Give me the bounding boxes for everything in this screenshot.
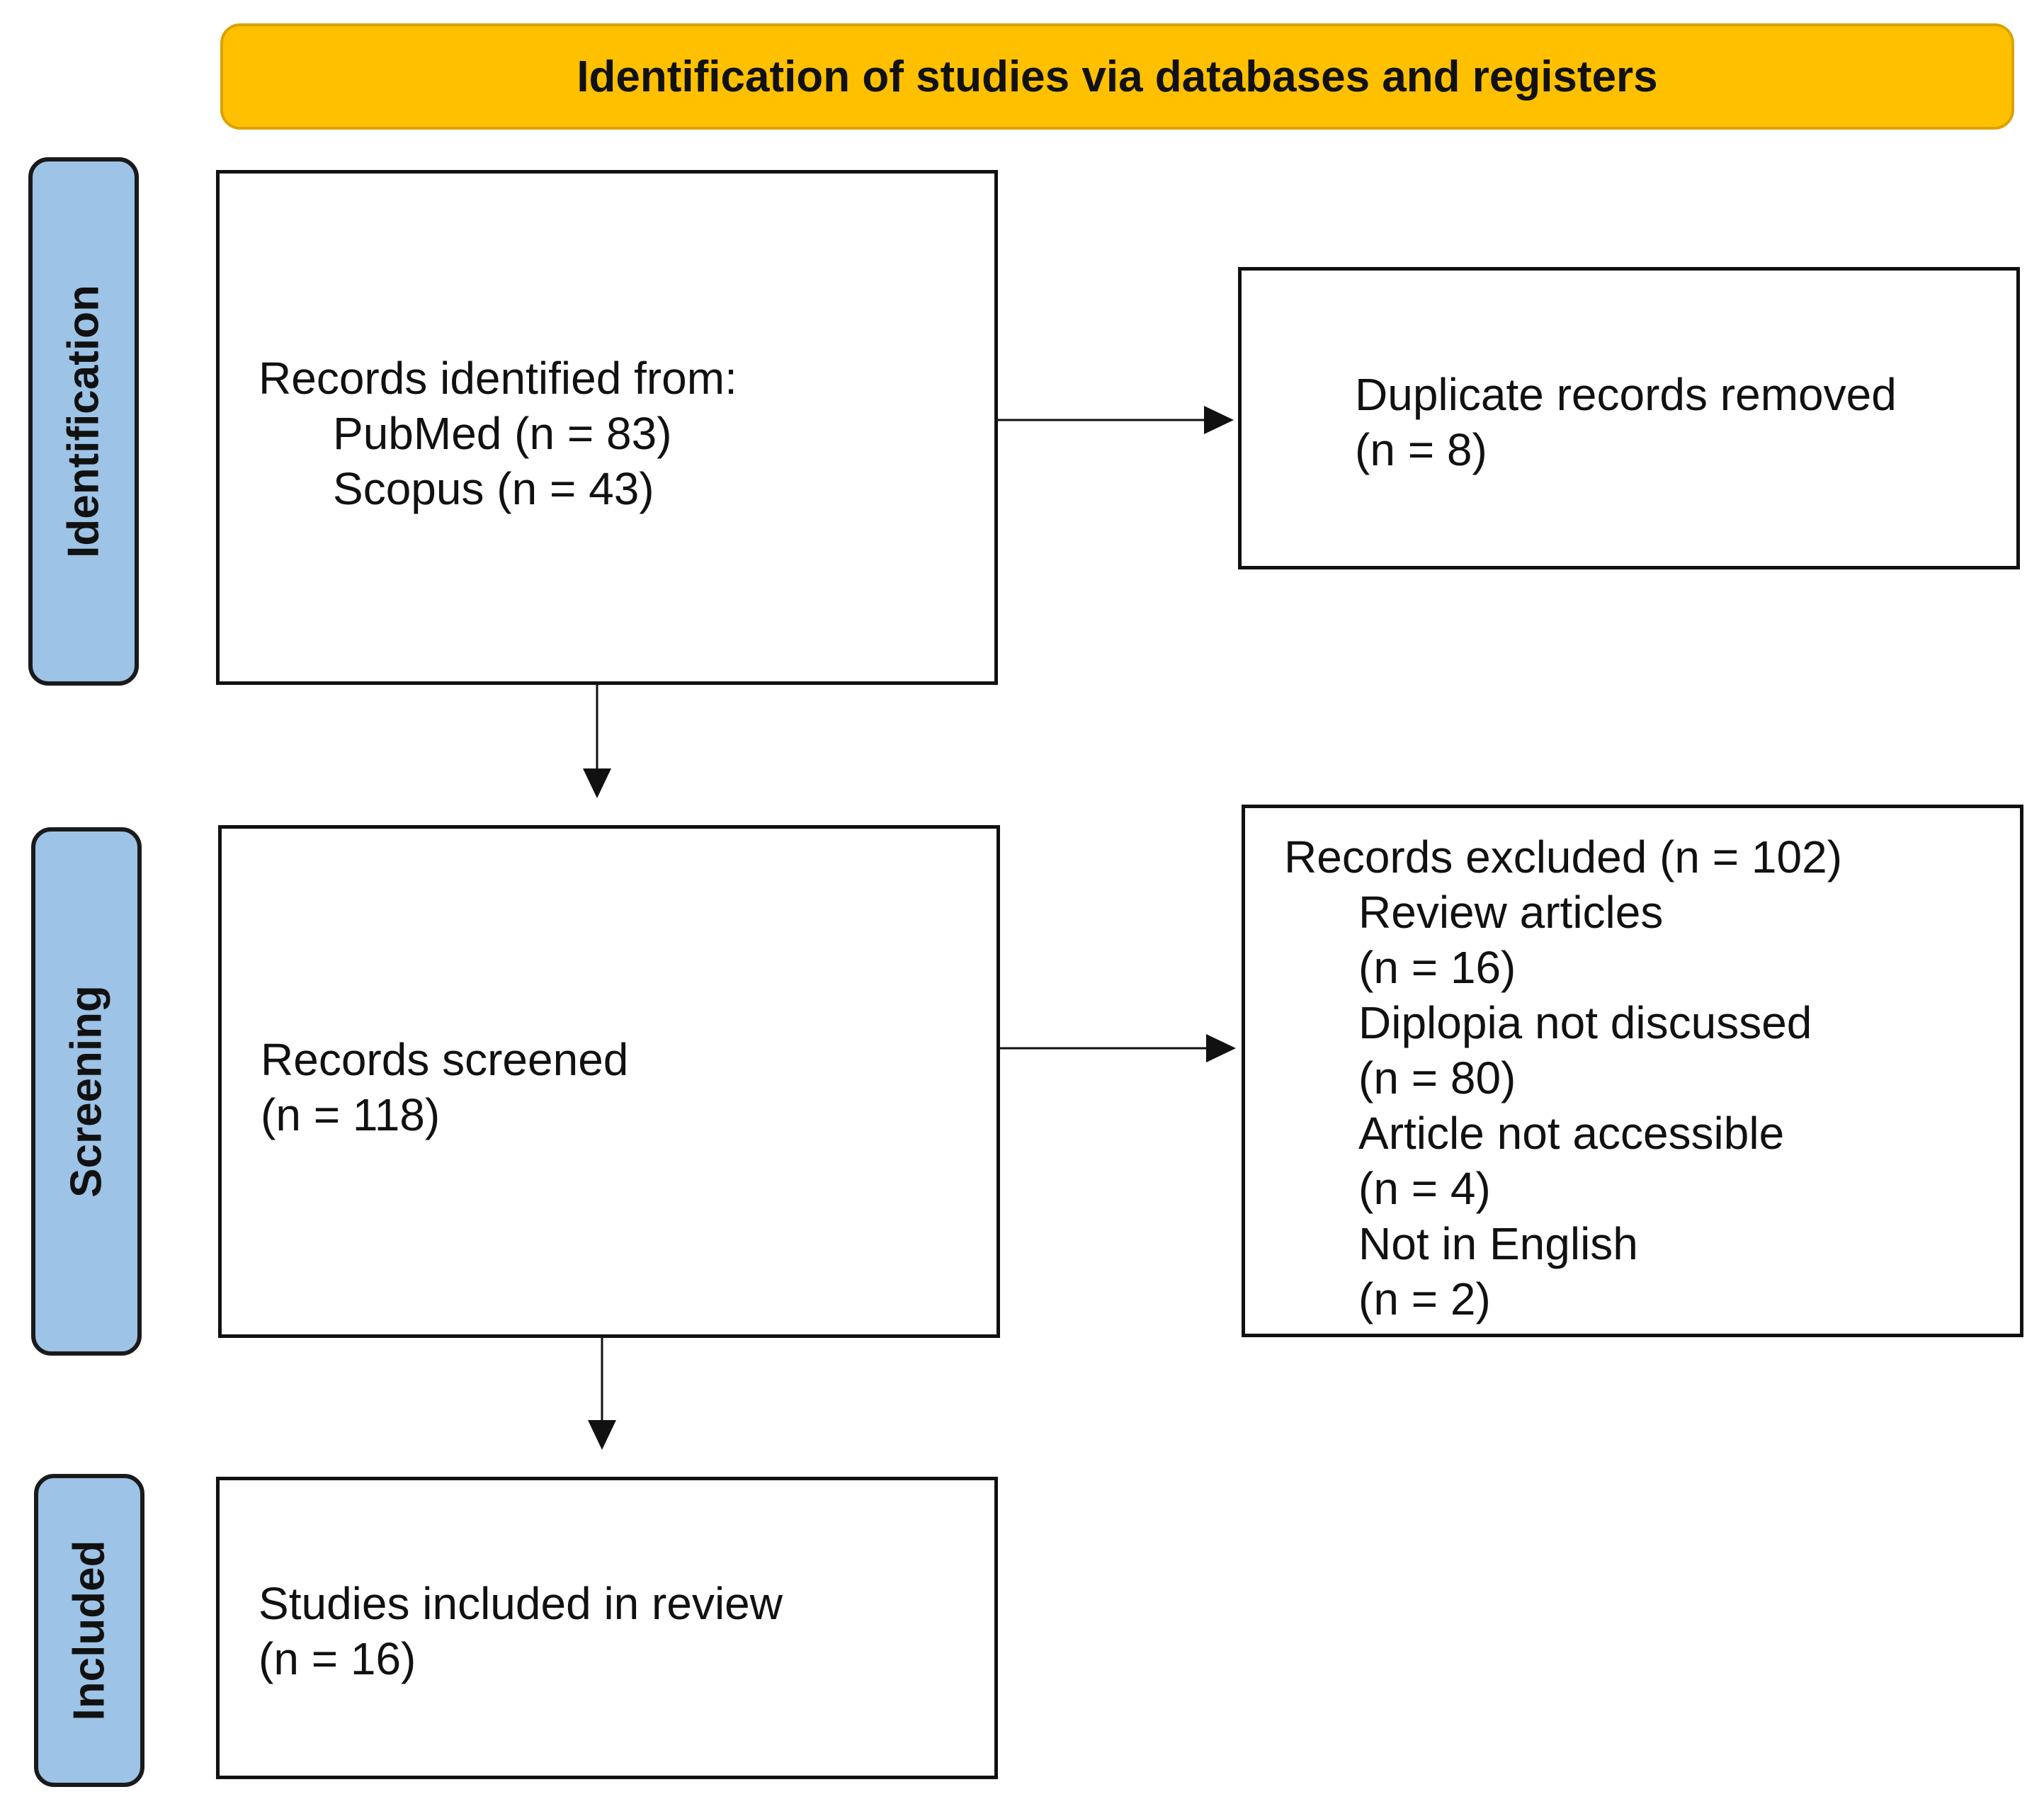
records-excluded-heading: Records excluded (n = 102) [1284, 832, 1842, 883]
records-screened-count: (n = 118) [261, 1089, 441, 1140]
studies-included-count: (n = 16) [259, 1633, 416, 1684]
arrowhead-excluded [1206, 1034, 1236, 1062]
phase-screening: Screening [31, 827, 142, 1356]
phase-identification: Identification [28, 157, 139, 686]
reason-access-label: Article not accessible [1358, 1108, 1785, 1159]
arrowhead-included [588, 1420, 616, 1450]
records-identified-heading: Records identified from: [259, 353, 737, 404]
identification-banner: Identification of studies via databases … [220, 23, 2014, 130]
phase-included: Included [34, 1474, 144, 1787]
reason-diplopia-label: Diplopia not discussed [1358, 997, 1812, 1048]
duplicates-removed-box: Duplicate records removed (n = 8) [1238, 267, 2020, 569]
reason-english-label: Not in English [1358, 1218, 1638, 1269]
reason-diplopia-count: (n = 80) [1358, 1052, 1516, 1103]
source-scopus: Scopus (n = 43) [333, 463, 654, 514]
reason-review-count: (n = 16) [1358, 942, 1516, 993]
reason-english-count: (n = 2) [1358, 1273, 1491, 1324]
duplicates-removed-count: (n = 8) [1355, 424, 1487, 475]
records-screened-box: Records screened (n = 118) [218, 825, 1000, 1338]
reason-review-label: Review articles [1358, 887, 1664, 938]
records-excluded-box: Records excluded (n = 102) Review articl… [1242, 805, 2023, 1337]
reason-access-count: (n = 4) [1358, 1163, 1491, 1214]
source-pubmed: PubMed (n = 83) [333, 408, 672, 459]
studies-included-label: Studies included in review [259, 1578, 783, 1629]
arrowhead-duplicates [1204, 406, 1234, 434]
records-screened-label: Records screened [261, 1034, 629, 1085]
studies-included-box: Studies included in review (n = 16) [216, 1477, 998, 1779]
banner-title: Identification of studies via databases … [577, 52, 1658, 101]
duplicates-removed-label: Duplicate records removed [1355, 369, 1897, 420]
records-identified-box: Records identified from: PubMed (n = 83)… [216, 170, 998, 685]
arrowhead-screened [583, 768, 611, 798]
